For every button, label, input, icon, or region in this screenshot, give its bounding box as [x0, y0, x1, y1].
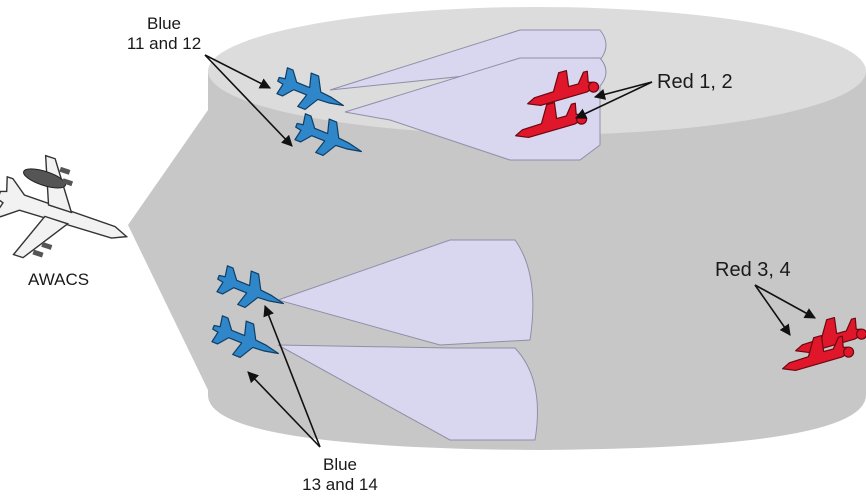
- awacs-aircraft-icon: [0, 154, 129, 259]
- arrow: [204, 54, 271, 89]
- arrow: [574, 81, 653, 119]
- arrow: [754, 284, 816, 319]
- radar-fan: [276, 239, 534, 346]
- arrow: [754, 284, 791, 336]
- label-blue-13-14: Blue 13 and 14: [290, 455, 390, 495]
- label-line: 11 and 12: [126, 34, 202, 53]
- label-awacs: AWACS: [28, 270, 90, 289]
- arrow: [247, 371, 321, 448]
- awacs-coverage-wedge: [128, 110, 208, 390]
- arrow: [263, 304, 321, 448]
- callout-arrows: [204, 54, 816, 448]
- label-blue-11-12: Blue 11 and 12: [104, 14, 224, 54]
- label-line: 13 and 14: [302, 475, 378, 494]
- label-line: Blue: [322, 455, 358, 474]
- label-red-1-2: Red 1, 2: [657, 71, 733, 93]
- label-red-3-4: Red 3, 4: [715, 259, 791, 281]
- radar-fan: [277, 344, 538, 441]
- arrow: [593, 81, 653, 100]
- label-line: Blue: [146, 14, 182, 33]
- radar-fans-bottom: [276, 239, 538, 441]
- arrow: [204, 54, 293, 147]
